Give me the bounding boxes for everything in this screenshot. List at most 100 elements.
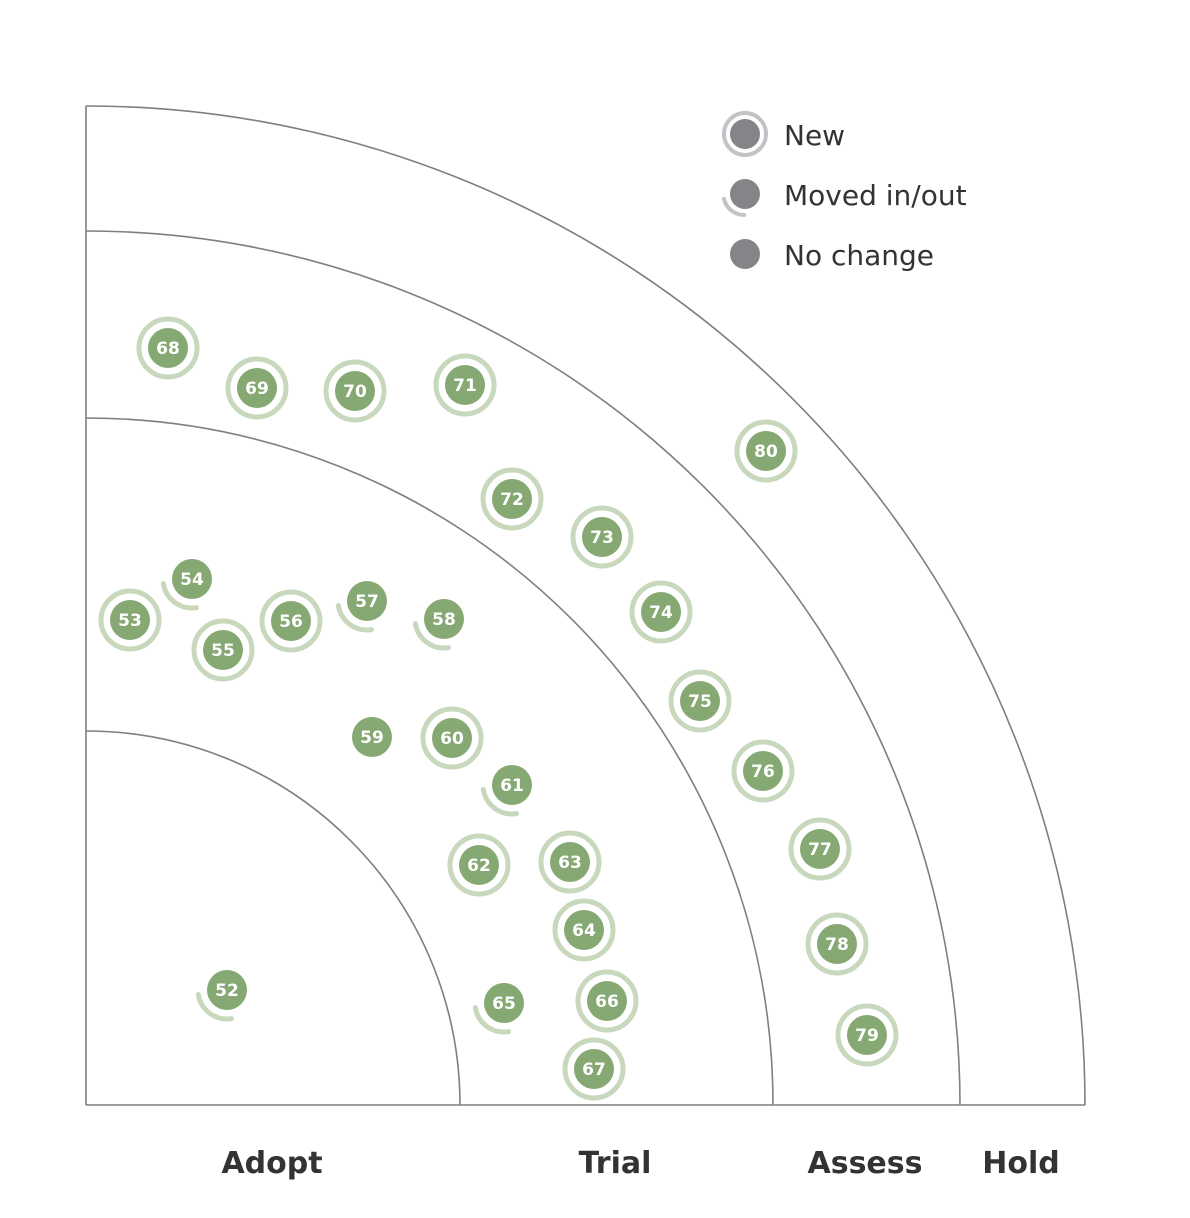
legend-no-change-label: No change (784, 239, 934, 272)
ring-label-assess: Assess (808, 1146, 923, 1181)
blip-new-ring (788, 817, 852, 881)
blip-number: 59 (360, 728, 384, 748)
blip-number: 78 (825, 935, 849, 955)
blip-number: 67 (582, 1060, 606, 1080)
blip-number: 71 (453, 376, 477, 396)
blip-dot (445, 365, 485, 405)
blip-74[interactable]: 74 (629, 580, 693, 644)
blip-number: 53 (118, 611, 142, 631)
blip-number: 80 (754, 442, 778, 462)
blip-dot (492, 765, 532, 805)
blip-number: 60 (440, 729, 464, 749)
blip-70[interactable]: 70 (323, 359, 387, 423)
blip-76[interactable]: 76 (731, 739, 795, 803)
blip-number: 79 (855, 1026, 879, 1046)
blip-number: 62 (467, 856, 491, 876)
ring-label-hold: Hold (982, 1146, 1059, 1181)
blip-moved-arc (472, 1005, 512, 1035)
ring-arc-hold (85, 105, 1086, 1106)
blip-number: 52 (215, 981, 239, 1001)
blip-53[interactable]: 53 (98, 588, 162, 652)
legend-new-label: New (784, 119, 845, 152)
blip-52[interactable]: 52 (195, 970, 247, 1022)
blip-dot (271, 601, 311, 641)
legend-new-marker (730, 119, 760, 149)
blip-dot (847, 1015, 887, 1055)
blips: 52 53 54 55 56 57 58 59 60 61 62 63 64 65 66 67 68 69 70 71… (98, 316, 899, 1101)
blip-58[interactable]: 58 (412, 599, 464, 651)
blip-dot (347, 581, 387, 621)
blip-moved-arc (480, 787, 520, 817)
blip-79[interactable]: 79 (835, 1003, 899, 1067)
blip-62[interactable]: 62 (447, 833, 511, 897)
blip-number: 75 (688, 692, 712, 712)
ring-label-adopt: Adopt (221, 1146, 322, 1181)
blip-moved-arc (335, 603, 375, 633)
blip-new-ring (323, 359, 387, 423)
blip-67[interactable]: 67 (562, 1037, 626, 1101)
blip-new-ring (835, 1003, 899, 1067)
blip-new-ring (734, 419, 798, 483)
blip-new-ring (420, 706, 484, 770)
blip-new-ring (552, 898, 616, 962)
blip-55[interactable]: 55 (191, 618, 255, 682)
blip-64[interactable]: 64 (552, 898, 616, 962)
ring-labels: Adopt Trial Assess Hold (221, 1146, 1059, 1181)
blip-54[interactable]: 54 (160, 559, 212, 611)
blip-number: 72 (500, 490, 524, 510)
blip-78[interactable]: 78 (805, 912, 869, 976)
blip-number: 74 (649, 603, 673, 623)
blip-dot (800, 829, 840, 869)
blip-80[interactable]: 80 (734, 419, 798, 483)
legend: New Moved in/out No change (722, 111, 967, 272)
blip-new-ring (731, 739, 795, 803)
blip-number: 73 (590, 528, 614, 548)
blip-dot (587, 981, 627, 1021)
ring-boundaries (85, 105, 1086, 1106)
blip-number: 55 (211, 641, 235, 661)
blip-number: 70 (343, 382, 367, 402)
blip-dot (172, 559, 212, 599)
blip-dot (335, 371, 375, 411)
legend-no-change-marker (730, 239, 760, 269)
blip-57[interactable]: 57 (335, 581, 387, 633)
blip-dot (237, 368, 277, 408)
legend-moved: Moved in/out (722, 179, 967, 217)
blip-dot (432, 718, 472, 758)
blip-new-ring (191, 618, 255, 682)
blip-number: 77 (808, 840, 832, 860)
blip-dot (550, 842, 590, 882)
blip-59[interactable]: 59 (352, 717, 392, 757)
blip-60[interactable]: 60 (420, 706, 484, 770)
blip-new-ring (480, 467, 544, 531)
blip-61[interactable]: 61 (480, 765, 532, 817)
blip-73[interactable]: 73 (570, 505, 634, 569)
blip-dot (203, 630, 243, 670)
blip-69[interactable]: 69 (225, 356, 289, 420)
blip-new-ring (570, 505, 634, 569)
blip-71[interactable]: 71 (433, 353, 497, 417)
blip-dot (492, 479, 532, 519)
blip-65[interactable]: 65 (472, 983, 524, 1035)
blip-new-ring (447, 833, 511, 897)
blip-68[interactable]: 68 (136, 316, 200, 380)
blip-dot (564, 910, 604, 950)
blip-new-ring (629, 580, 693, 644)
blip-dot (424, 599, 464, 639)
blip-63[interactable]: 63 (538, 830, 602, 894)
blip-75[interactable]: 75 (668, 669, 732, 733)
blip-number: 56 (279, 612, 303, 632)
blip-dot (746, 431, 786, 471)
blip-72[interactable]: 72 (480, 467, 544, 531)
blip-new-ring (136, 316, 200, 380)
blip-number: 63 (558, 853, 582, 873)
blip-moved-arc (412, 621, 452, 651)
blip-number: 69 (245, 379, 269, 399)
blip-77[interactable]: 77 (788, 817, 852, 881)
blip-66[interactable]: 66 (575, 969, 639, 1033)
blip-number: 57 (355, 592, 379, 612)
blip-56[interactable]: 56 (259, 589, 323, 653)
blip-number: 61 (500, 776, 524, 796)
